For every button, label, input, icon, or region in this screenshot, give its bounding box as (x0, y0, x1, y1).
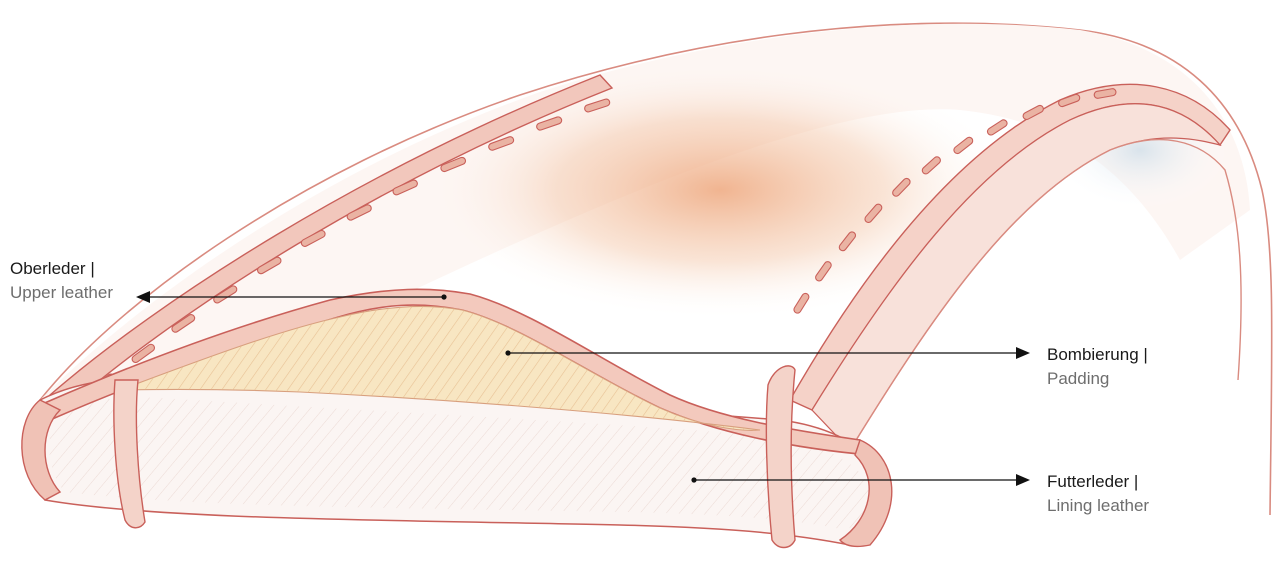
padding-label-en: Padding (1047, 367, 1148, 391)
lining-dot (691, 477, 696, 482)
upper-leather-dot (441, 294, 446, 299)
padding-label: Bombierung | Padding (1047, 343, 1148, 391)
upper-leather-label-de: Oberleder | (10, 257, 113, 281)
lining-leather-label: Futterleder | Lining leather (1047, 470, 1149, 518)
lining-arrowhead (1016, 474, 1030, 486)
upper-leather-label-en: Upper leather (10, 281, 113, 305)
lining-leather-label-en: Lining leather (1047, 494, 1149, 518)
padding-dot (505, 350, 510, 355)
upper-leather-label: Oberleder | Upper leather (10, 257, 113, 305)
padding-arrowhead (1016, 347, 1030, 359)
right-strap (766, 366, 795, 548)
padding-label-de: Bombierung | (1047, 343, 1148, 367)
upper-leather-arrowhead (136, 291, 150, 303)
lining-leather-label-de: Futterleder | (1047, 470, 1149, 494)
